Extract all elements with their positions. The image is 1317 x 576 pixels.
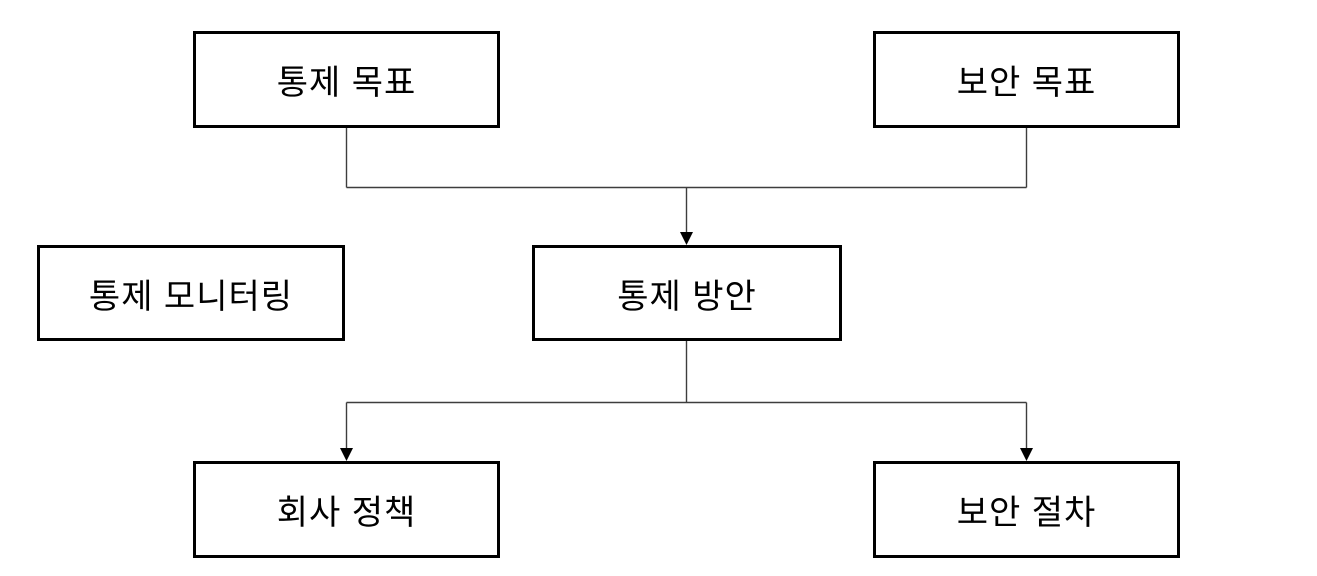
node-control-monitoring-label: 통제 모니터링	[88, 277, 294, 316]
arrowhead-company-policy	[340, 448, 353, 461]
node-control-measures: 통제 방안	[532, 245, 842, 341]
arrowhead-security-procedure	[1020, 448, 1033, 461]
node-security-objective: 보안 목표	[873, 31, 1180, 128]
node-control-objective: 통제 목표	[193, 31, 500, 128]
node-security-procedure: 보안 절차	[873, 461, 1180, 558]
node-security-procedure-label: 보안 절차	[956, 494, 1097, 532]
arrowhead-control-measures	[680, 232, 693, 245]
node-control-monitoring: 통제 모니터링	[37, 245, 345, 341]
node-control-objective-label: 통제 목표	[276, 64, 417, 102]
node-security-objective-label: 보안 목표	[956, 64, 1097, 102]
node-company-policy-label: 회사 정책	[276, 494, 417, 532]
node-control-measures-label: 통제 방안	[617, 277, 757, 316]
node-company-policy: 회사 정책	[193, 461, 500, 558]
